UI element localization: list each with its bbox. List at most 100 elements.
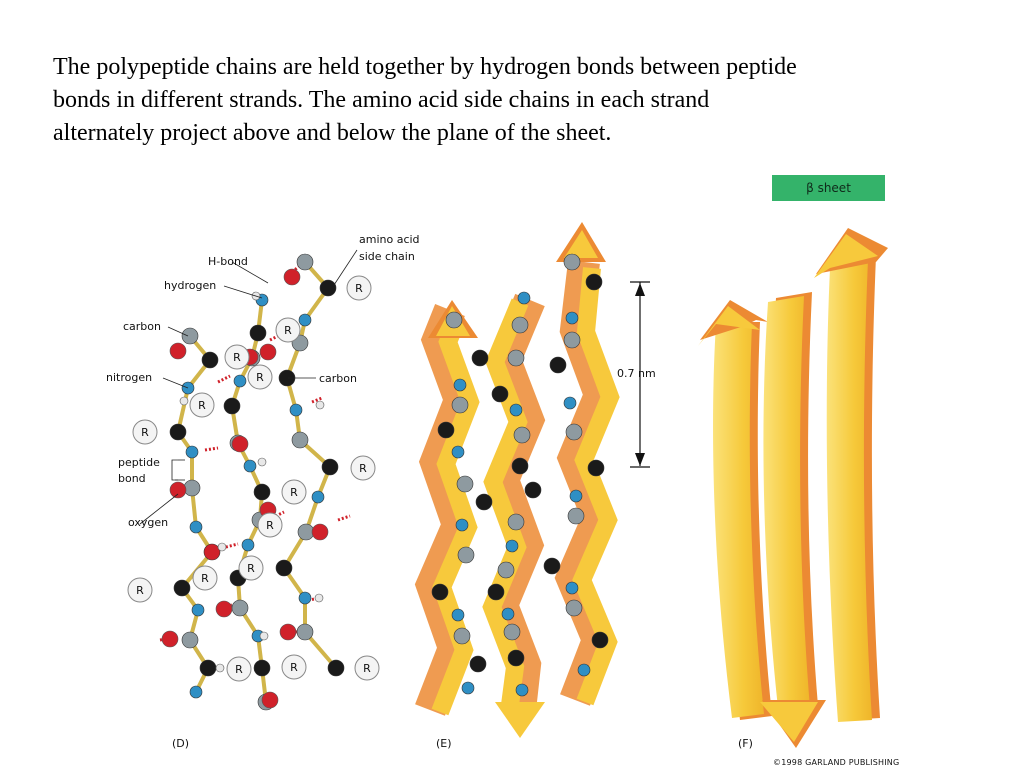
side-chain-r-label: R xyxy=(363,662,371,675)
alpha-carbon-atom xyxy=(563,253,581,271)
nitrogen-atom xyxy=(515,683,529,697)
alpha-carbon-atom xyxy=(445,311,463,329)
nitrogen-atom xyxy=(461,681,475,695)
oxygen-atom xyxy=(259,343,277,361)
nitrogen-atom xyxy=(298,313,312,327)
alpha-carbon-atom xyxy=(563,331,581,349)
carbon-atom xyxy=(253,483,271,501)
label-nitrogen: nitrogen xyxy=(106,371,153,384)
zigzag-atoms xyxy=(431,253,609,697)
carbon-atom xyxy=(524,481,542,499)
side-chain-r xyxy=(238,555,264,581)
nitrogen-atom xyxy=(501,607,515,621)
leader-line xyxy=(162,377,189,389)
alpha-carbon-atom xyxy=(507,513,525,531)
side-chain-r xyxy=(189,392,215,418)
oxygen-atom xyxy=(161,630,179,648)
nitrogen-atom xyxy=(455,518,469,532)
carbon-atom xyxy=(549,356,567,374)
oxygen-atom xyxy=(169,481,187,499)
oxygen-atom xyxy=(283,268,301,286)
nitrogen-atom xyxy=(189,520,203,534)
label-peptide: peptide xyxy=(118,456,160,469)
carbon-atom xyxy=(431,583,449,601)
side-chain-r xyxy=(281,654,307,680)
alpha-carbon-atom xyxy=(291,431,309,449)
leader-line xyxy=(231,261,269,284)
alpha-carbon-atom xyxy=(231,599,249,617)
nitrogen-atom xyxy=(565,311,579,325)
nitrogen-atom xyxy=(505,539,519,553)
hydrogen-atom xyxy=(314,593,324,603)
carbon-atom xyxy=(169,423,187,441)
panel-label-d: (D) xyxy=(172,737,190,750)
alpha-carbon-atom xyxy=(181,631,199,649)
alpha-carbon-atom xyxy=(503,623,521,641)
oxygen-atom xyxy=(203,543,221,561)
hydrogen-bond xyxy=(311,396,323,404)
nitrogen-atom xyxy=(298,591,312,605)
side-chain-r xyxy=(132,419,158,445)
intro-line-2: bonds in different strands. The amino ac… xyxy=(53,87,710,113)
nitrogen-atom xyxy=(311,490,325,504)
nitrogen-atom xyxy=(191,603,205,617)
peptide-bond-bracket xyxy=(171,459,178,481)
label-h-bond: H-bond xyxy=(208,255,248,268)
zigzag-strand-1 xyxy=(414,300,480,716)
side-chain-r xyxy=(354,655,380,681)
leader-line xyxy=(333,249,358,286)
zigzag-strands xyxy=(414,222,620,738)
label-oxygen: oxygen xyxy=(128,516,169,529)
hydrogen-atom xyxy=(215,663,225,673)
side-chain-r xyxy=(350,455,376,481)
intro-line-3: alternately project above and below the … xyxy=(53,120,612,146)
side-chain-r xyxy=(127,577,153,603)
alpha-carbon-atom xyxy=(181,327,199,345)
leader-line xyxy=(167,326,189,337)
nitrogen-atom xyxy=(577,663,591,677)
nitrogen-atom xyxy=(565,581,579,595)
hydrogen-atom xyxy=(179,396,189,406)
side-chain-r-label: R xyxy=(355,282,363,295)
carbon-atom xyxy=(253,659,271,677)
oxygen-atom xyxy=(231,435,249,453)
label-bond: bond xyxy=(118,472,146,485)
alpha-carbon-atom xyxy=(453,627,471,645)
side-chain-r xyxy=(275,317,301,343)
alpha-carbon-atom xyxy=(297,523,315,541)
leader-line xyxy=(223,285,263,299)
carbon-atom xyxy=(469,655,487,673)
carbon-atom xyxy=(199,659,217,677)
hydrogen-bond xyxy=(204,446,219,452)
alpha-carbon-atom xyxy=(513,426,531,444)
ribbon-arrow-2 xyxy=(760,292,826,748)
side-chain-r xyxy=(346,275,372,301)
alpha-carbon-atom xyxy=(456,475,474,493)
leader-line xyxy=(139,493,179,525)
alpha-carbon-atom xyxy=(296,623,314,641)
distance-marker xyxy=(630,281,650,468)
carbon-atom xyxy=(173,579,191,597)
panel-label-f: (F) xyxy=(738,737,753,750)
copyright-notice: ©1998 GARLAND PUBLISHING xyxy=(773,758,900,767)
label-amino-acid: amino acid xyxy=(359,233,420,246)
carbon-atom xyxy=(491,385,509,403)
carbon-atom xyxy=(437,421,455,439)
carbon-atom xyxy=(319,279,337,297)
side-chain-r-label: R xyxy=(247,562,255,575)
label-distance: 0.7 nm xyxy=(617,367,656,380)
hydrogen-atom xyxy=(259,631,269,641)
alpha-carbon-atom xyxy=(565,599,583,617)
carbon-atom xyxy=(487,583,505,601)
nitrogen-atom xyxy=(563,396,577,410)
nitrogen-atom xyxy=(185,445,199,459)
ribbon-arrow-3 xyxy=(814,228,888,722)
label-carbon-left: carbon xyxy=(123,320,161,333)
nitrogen-atom xyxy=(189,685,203,699)
alpha-carbon-atom xyxy=(497,561,515,579)
side-chain-r xyxy=(226,656,252,682)
carbon-atom xyxy=(321,458,339,476)
side-chain-r xyxy=(281,479,307,505)
beta-sheet-badge: β sheet xyxy=(772,175,885,201)
side-chain-r-label: R xyxy=(233,351,241,364)
